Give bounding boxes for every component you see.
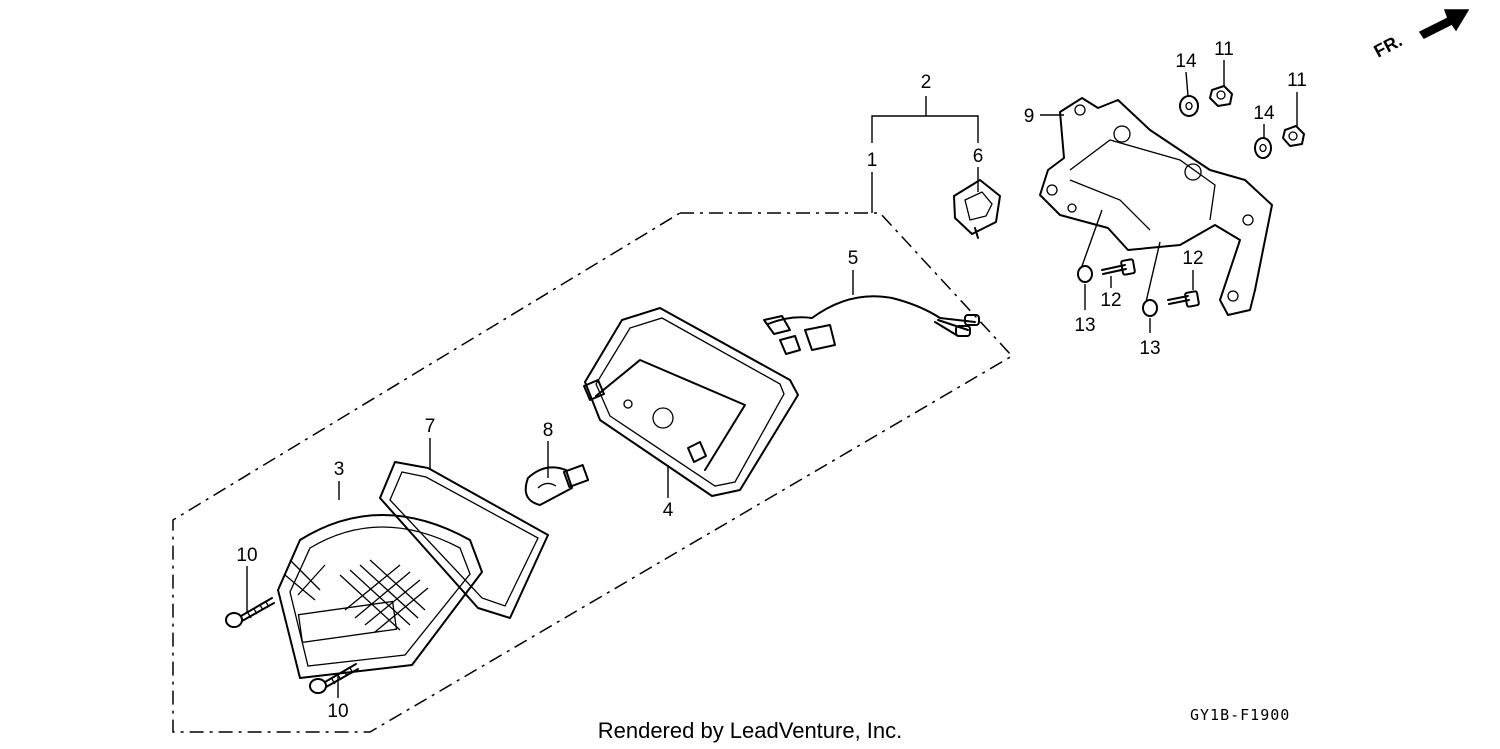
credit-text: Rendered by LeadVenture, Inc. (598, 718, 903, 743)
callout-14b: 14 (1253, 103, 1275, 124)
bolt-part-a (1101, 258, 1136, 288)
callout-4: 4 (663, 500, 674, 521)
bulb-part (524, 441, 590, 506)
callout-9: 9 (1024, 106, 1035, 127)
housing-part (583, 307, 799, 498)
diagram-code: GY1B-F1900 (1190, 706, 1290, 724)
callout-13a: 13 (1074, 315, 1095, 336)
callout-2: 2 (921, 72, 932, 93)
assembly-outline (172, 212, 1014, 733)
callout-14a: 14 (1175, 51, 1197, 72)
screw-part-a (225, 566, 275, 628)
nut-part-a (1209, 60, 1233, 107)
callout-8: 8 (543, 420, 554, 441)
front-direction-indicator: FR. (1370, 9, 1470, 62)
nut-part-b (1282, 92, 1305, 147)
callout-7: 7 (425, 416, 436, 437)
bolt-part-b (1167, 270, 1200, 308)
front-arrow-icon (1418, 9, 1470, 39)
washer-part-a (1179, 71, 1199, 117)
washer-part-b (1254, 124, 1272, 159)
callout-1: 1 (867, 150, 878, 171)
collar-part-b (1142, 299, 1158, 333)
callout-12b: 12 (1182, 248, 1203, 269)
harness-part (763, 270, 980, 355)
socket-part (953, 179, 1001, 239)
callout-3: 3 (334, 459, 345, 480)
callout-5: 5 (848, 248, 859, 269)
collar-part-a (1077, 265, 1093, 310)
gasket-part (379, 438, 549, 619)
callout-10a: 10 (236, 545, 257, 566)
mount-bracket-part (1039, 97, 1273, 316)
lens-part (277, 481, 483, 679)
group-bracket (871, 96, 979, 213)
front-direction-label: FR. (1370, 30, 1405, 61)
callout-11b: 11 (1287, 70, 1307, 91)
callout-12a: 12 (1100, 290, 1121, 311)
callout-11a: 11 (1214, 39, 1234, 60)
callout-13b: 13 (1139, 338, 1160, 359)
callout-6: 6 (973, 146, 984, 167)
screw-part-b (309, 663, 359, 698)
callout-10b: 10 (327, 701, 348, 722)
